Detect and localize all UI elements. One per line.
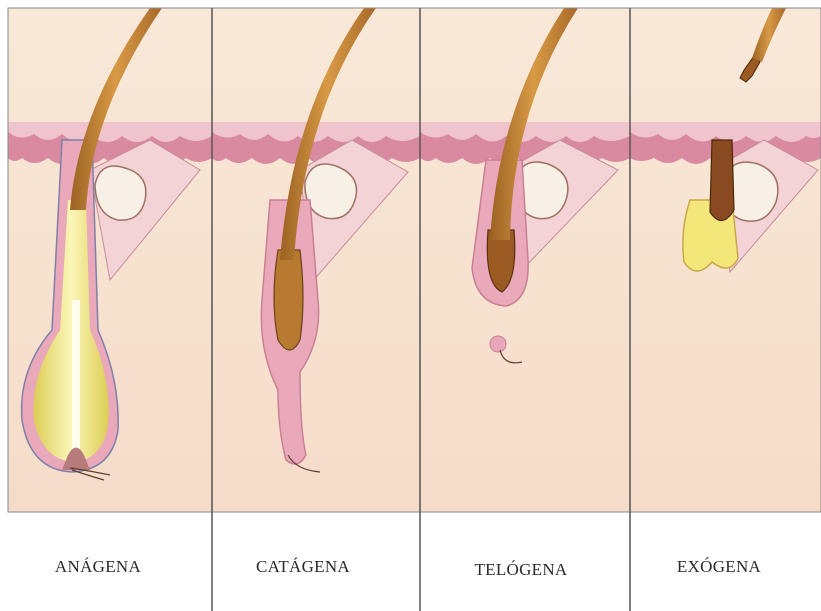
dermal-papilla-telogen [490,336,506,352]
stage-label-exogen: EXÓGENA [677,557,762,576]
stage-label-telogen: TELÓGENA [474,560,567,579]
stage-label-catagen: CATÁGENA [256,557,350,576]
hair-core-anagen [72,300,80,450]
club-hair-catagen [274,250,303,350]
shedding-hair-root-exogen [710,140,734,221]
stage-label-anagen: ANÁGENA [55,557,142,576]
